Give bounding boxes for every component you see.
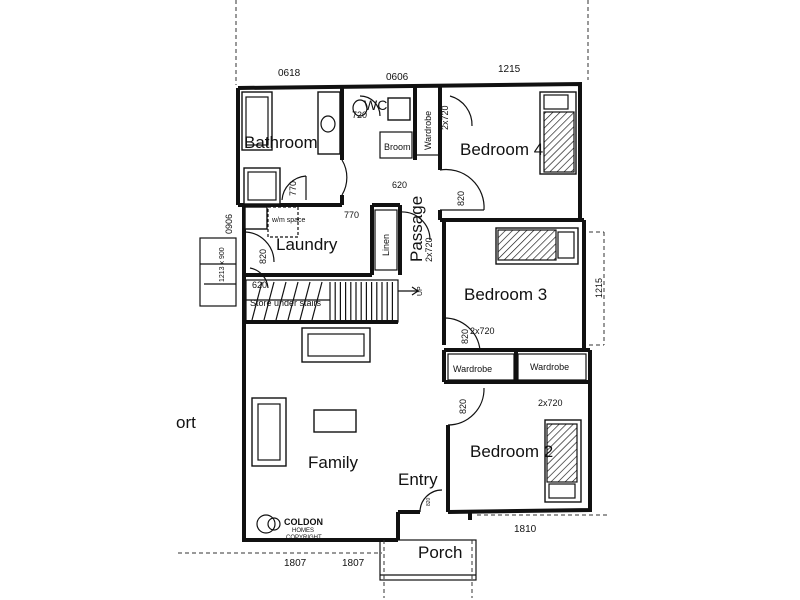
dim-passage-620: 620 bbox=[392, 180, 407, 190]
dim-laundry-820: 820 bbox=[258, 249, 268, 264]
store-label: Store under stairs bbox=[250, 298, 322, 308]
dim-top-0606: 0606 bbox=[386, 72, 409, 83]
coldon-logo: COLDON HOMES COPYRIGHT bbox=[256, 514, 323, 541]
stair-winder bbox=[275, 281, 287, 321]
cupboards bbox=[374, 86, 587, 381]
bathroom-fixtures bbox=[241, 91, 411, 205]
stair-winder bbox=[263, 281, 275, 321]
dim-bottom-1807a: 1807 bbox=[284, 558, 307, 569]
dim-side-0906: 0906 bbox=[224, 214, 234, 234]
door-swings bbox=[243, 95, 485, 513]
dim-entry-820: 820 bbox=[426, 497, 432, 506]
dim-laundry-770: 770 bbox=[344, 210, 359, 220]
stair-winder bbox=[287, 281, 299, 321]
dim-bed3-820: 820 bbox=[460, 329, 470, 344]
staircase bbox=[245, 279, 420, 323]
linen-label: Linen bbox=[381, 234, 391, 256]
dim-window-note: 1213 x 900 bbox=[219, 247, 226, 282]
wardrobe-bed2-label: Wardrobe bbox=[530, 362, 569, 372]
dim-bed4-820: 820 bbox=[456, 191, 466, 206]
bedroom-2-label: Bedroom 2 bbox=[470, 442, 553, 461]
bathroom-label: Bathroom bbox=[244, 133, 318, 152]
dim-wc-720: 720 bbox=[352, 110, 367, 120]
dim-bed2-2x720: 2x720 bbox=[538, 398, 563, 408]
dim-bath-770: 770 bbox=[288, 181, 298, 196]
logo-name: COLDON bbox=[284, 517, 323, 527]
passage-label: Passage bbox=[407, 196, 426, 262]
side-window bbox=[199, 237, 237, 307]
dim-wardrobe-2x720: 2x720 bbox=[440, 105, 450, 130]
bed-bedroom-3 bbox=[495, 227, 579, 265]
laundry-label: Laundry bbox=[276, 235, 338, 254]
dim-stair-620: 620 bbox=[252, 280, 267, 290]
porch-structure bbox=[379, 539, 477, 598]
wc-label: WC bbox=[364, 97, 387, 113]
family-furniture bbox=[251, 327, 371, 467]
stair-winder bbox=[299, 281, 311, 321]
dim-right-1215: 1215 bbox=[594, 278, 604, 298]
broom-label: Broom bbox=[384, 142, 411, 152]
dim-top-1215: 1215 bbox=[498, 64, 521, 75]
dim-linen-2x720: 2x720 bbox=[424, 237, 434, 262]
family-label: Family bbox=[308, 453, 359, 472]
wardrobe-bed3-label: Wardrobe bbox=[453, 364, 492, 374]
dim-bottom-1810: 1810 bbox=[514, 524, 537, 535]
porch-label: Porch bbox=[418, 543, 462, 562]
dim-bottom-1807b: 1807 bbox=[342, 558, 365, 569]
dim-bed3-2x720: 2x720 bbox=[470, 326, 495, 336]
wm-space-label: w/m space bbox=[271, 217, 306, 224]
bedroom-4-label: Bedroom 4 bbox=[460, 140, 543, 159]
dim-bed2-820: 820 bbox=[458, 399, 468, 414]
dim-top-0618: 0618 bbox=[278, 68, 301, 79]
logo-line2: HOMES bbox=[292, 528, 314, 534]
carport-partial-label: ort bbox=[176, 413, 196, 432]
entry-label: Entry bbox=[398, 470, 438, 489]
site-boundary bbox=[178, 0, 610, 554]
stair-up-label: UP bbox=[417, 286, 424, 296]
bed-bedroom-4 bbox=[539, 91, 577, 175]
stair-winder bbox=[311, 281, 323, 321]
wardrobe-bed4-label: Wardrobe bbox=[423, 111, 433, 150]
stair-winder bbox=[251, 281, 263, 321]
logo-line3: COPYRIGHT bbox=[286, 535, 322, 541]
exterior-walls bbox=[236, 81, 592, 542]
laundry-fixtures bbox=[244, 206, 299, 238]
bed-bedroom-2 bbox=[544, 419, 582, 503]
bedroom-3-label: Bedroom 3 bbox=[464, 285, 547, 304]
